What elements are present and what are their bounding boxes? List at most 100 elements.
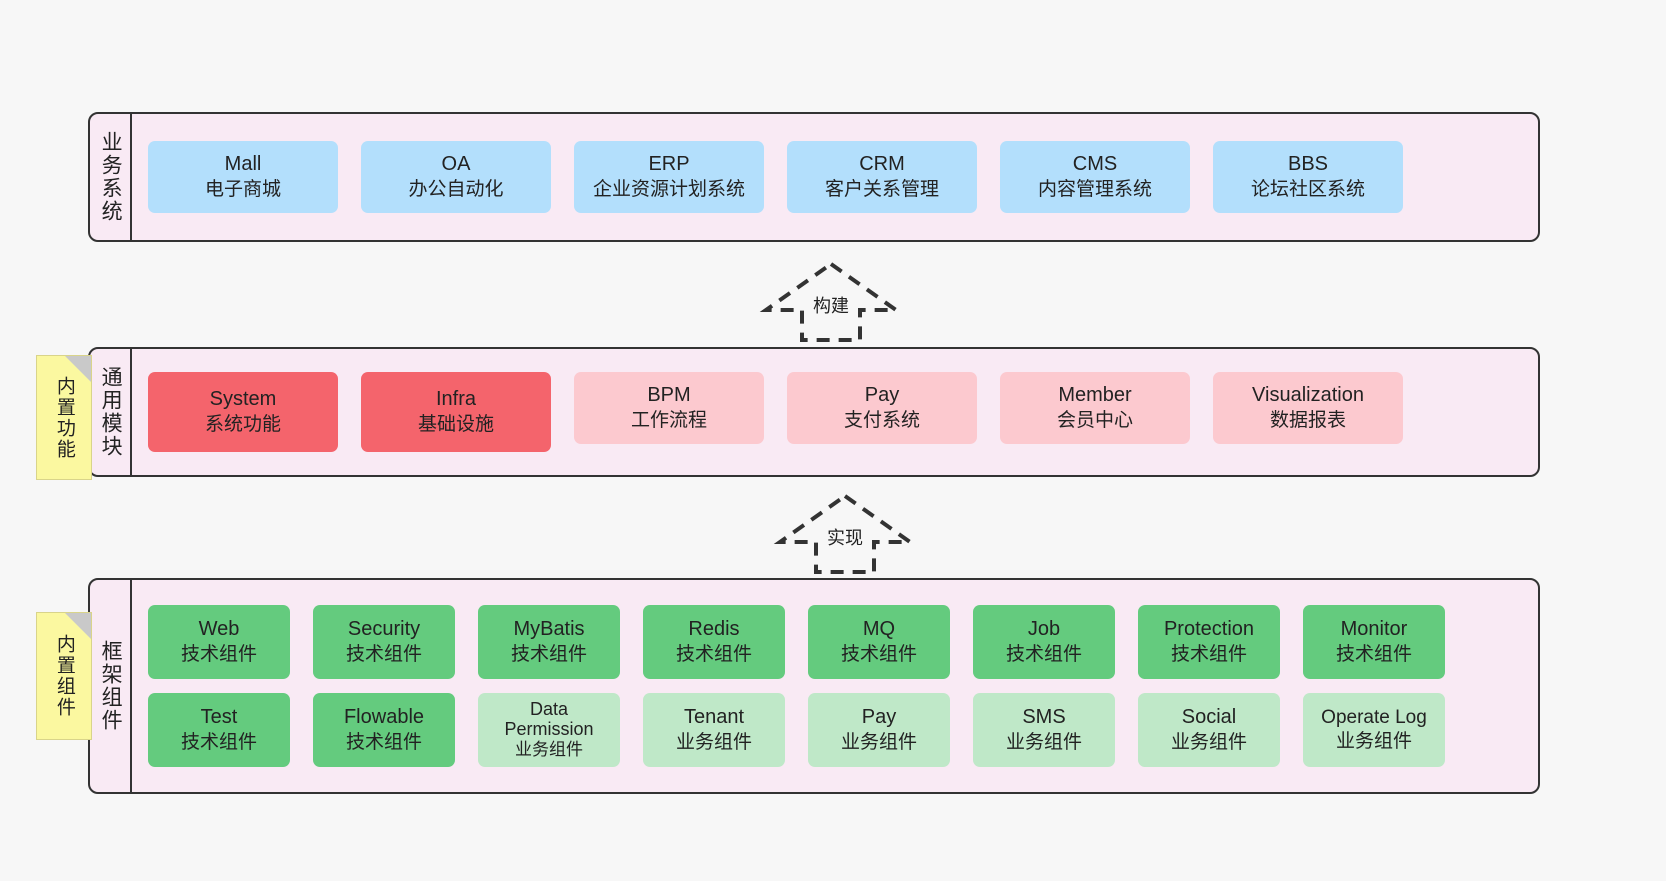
box-erp-subtitle: 企业资源计划系统 [592, 178, 745, 200]
tab-fold-corner-icon [65, 613, 91, 639]
box-tenant-subtitle: 业务组件 [675, 731, 752, 753]
row-technical-components: Web 技术组件 Security 技术组件 MyBatis 技术组件 Redi… [148, 605, 1522, 679]
box-mybatis-subtitle: 技术组件 [510, 643, 587, 665]
arrow-build: 构建 [756, 258, 906, 344]
box-mybatis-title: MyBatis [513, 618, 585, 641]
box-pay-module-title: Pay [864, 384, 900, 407]
box-web-subtitle: 技术组件 [180, 643, 257, 665]
layer-body-framework-components: Web 技术组件 Security 技术组件 MyBatis 技术组件 Redi… [132, 580, 1538, 792]
box-job-subtitle: 技术组件 [1005, 643, 1082, 665]
box-system-subtitle: 系统功能 [204, 413, 281, 435]
box-sms-subtitle: 业务组件 [1005, 731, 1082, 753]
layer-framework-components: 框架组件 Web 技术组件 Security 技术组件 MyBatis 技术组件… [88, 578, 1540, 794]
box-operate-log[interactable]: Operate Log 业务组件 [1303, 693, 1445, 767]
box-tenant[interactable]: Tenant 业务组件 [643, 693, 785, 767]
box-infra-title: Infra [435, 388, 477, 411]
box-oa[interactable]: OA 办公自动化 [361, 141, 551, 213]
layer-business-system: 业务系统 Mall 电子商城 OA 办公自动化 ERP 企业资源计划系统 CRM… [88, 112, 1540, 242]
box-security-subtitle: 技术组件 [345, 643, 422, 665]
box-social-title: Social [1181, 706, 1237, 729]
arrow-build-label: 构建 [813, 296, 849, 316]
box-mq-title: MQ [862, 618, 896, 641]
box-bpm[interactable]: BPM 工作流程 [574, 372, 764, 444]
box-security[interactable]: Security 技术组件 [313, 605, 455, 679]
box-pay-component-title: Pay [861, 706, 897, 729]
box-mall-title: Mall [224, 153, 262, 176]
box-monitor[interactable]: Monitor 技术组件 [1303, 605, 1445, 679]
box-sms[interactable]: SMS 业务组件 [973, 693, 1115, 767]
box-mq-subtitle: 技术组件 [840, 643, 917, 665]
layer-label-framework-components: 框架组件 [90, 580, 132, 792]
box-visualization[interactable]: Visualization 数据报表 [1213, 372, 1403, 444]
box-member[interactable]: Member 会员中心 [1000, 372, 1190, 444]
box-pay-component-subtitle: 业务组件 [840, 731, 917, 753]
box-bbs[interactable]: BBS 论坛社区系统 [1213, 141, 1403, 213]
tab-builtin-functions-label: 内置功能 [53, 375, 75, 460]
tab-builtin-functions[interactable]: 内置功能 [36, 355, 92, 480]
box-monitor-subtitle: 技术组件 [1335, 643, 1412, 665]
box-system[interactable]: System 系统功能 [148, 372, 338, 452]
box-bbs-title: BBS [1287, 153, 1329, 176]
layer-label-business-system: 业务系统 [90, 114, 132, 240]
box-infra-subtitle: 基础设施 [417, 413, 494, 435]
box-crm-title: CRM [859, 153, 905, 176]
box-protection-title: Protection [1163, 618, 1255, 641]
box-crm[interactable]: CRM 客户关系管理 [787, 141, 977, 213]
box-job[interactable]: Job 技术组件 [973, 605, 1115, 679]
box-redis-title: Redis [688, 618, 740, 641]
tab-builtin-components[interactable]: 内置组件 [36, 612, 92, 740]
box-erp-title: ERP [648, 153, 690, 176]
layer-label-common-modules: 通用模块 [90, 349, 132, 475]
tab-fold-corner-icon [65, 356, 91, 382]
box-cms[interactable]: CMS 内容管理系统 [1000, 141, 1190, 213]
layer-common-modules: 通用模块 System 系统功能 Infra 基础设施 BPM 工作流程 Pay… [88, 347, 1540, 477]
box-member-subtitle: 会员中心 [1056, 409, 1133, 431]
box-mall-subtitle: 电子商城 [204, 178, 281, 200]
box-infra[interactable]: Infra 基础设施 [361, 372, 551, 452]
box-erp[interactable]: ERP 企业资源计划系统 [574, 141, 764, 213]
arrow-implement-label: 实现 [827, 528, 863, 548]
box-job-title: Job [1027, 618, 1061, 641]
box-mq[interactable]: MQ 技术组件 [808, 605, 950, 679]
box-member-title: Member [1058, 384, 1132, 407]
box-flowable[interactable]: Flowable 技术组件 [313, 693, 455, 767]
box-bbs-subtitle: 论坛社区系统 [1250, 178, 1365, 200]
row-business-components: Test 技术组件 Flowable 技术组件 Data Permission … [148, 693, 1522, 767]
box-web[interactable]: Web 技术组件 [148, 605, 290, 679]
box-test[interactable]: Test 技术组件 [148, 693, 290, 767]
box-protection[interactable]: Protection 技术组件 [1138, 605, 1280, 679]
layer-body-common-modules: System 系统功能 Infra 基础设施 BPM 工作流程 Pay 支付系统… [132, 349, 1538, 475]
box-data-permission-title: Data Permission [504, 698, 594, 740]
box-mybatis[interactable]: MyBatis 技术组件 [478, 605, 620, 679]
tab-builtin-components-label: 内置组件 [53, 634, 75, 718]
arrow-implement: 实现 [770, 490, 920, 576]
box-bpm-title: BPM [647, 384, 691, 407]
box-redis[interactable]: Redis 技术组件 [643, 605, 785, 679]
box-pay-module-subtitle: 支付系统 [843, 409, 920, 431]
box-monitor-title: Monitor [1340, 618, 1408, 641]
box-redis-subtitle: 技术组件 [675, 643, 752, 665]
box-social-subtitle: 业务组件 [1170, 731, 1247, 753]
box-oa-subtitle: 办公自动化 [408, 178, 504, 200]
box-operate-log-title: Operate Log [1321, 706, 1427, 728]
box-cms-title: CMS [1072, 153, 1118, 176]
box-tenant-title: Tenant [683, 706, 745, 729]
box-web-title: Web [198, 618, 240, 641]
box-pay-component[interactable]: Pay 业务组件 [808, 693, 950, 767]
row-common-modules: System 系统功能 Infra 基础设施 BPM 工作流程 Pay 支付系统… [148, 372, 1522, 452]
box-sms-title: SMS [1022, 706, 1066, 729]
box-flowable-title: Flowable [343, 706, 425, 729]
box-crm-subtitle: 客户关系管理 [824, 178, 939, 200]
box-data-permission[interactable]: Data Permission 业务组件 [478, 693, 620, 767]
layer-body-business-system: Mall 电子商城 OA 办公自动化 ERP 企业资源计划系统 CRM 客户关系… [132, 114, 1538, 240]
box-cms-subtitle: 内容管理系统 [1037, 178, 1152, 200]
box-data-permission-subtitle: 业务组件 [515, 740, 583, 760]
box-mall[interactable]: Mall 电子商城 [148, 141, 338, 213]
box-security-title: Security [347, 618, 421, 641]
row-business-systems: Mall 电子商城 OA 办公自动化 ERP 企业资源计划系统 CRM 客户关系… [148, 141, 1522, 213]
box-test-title: Test [200, 706, 238, 729]
box-social[interactable]: Social 业务组件 [1138, 693, 1280, 767]
box-test-subtitle: 技术组件 [180, 731, 257, 753]
box-visualization-title: Visualization [1252, 384, 1364, 407]
box-pay-module[interactable]: Pay 支付系统 [787, 372, 977, 444]
